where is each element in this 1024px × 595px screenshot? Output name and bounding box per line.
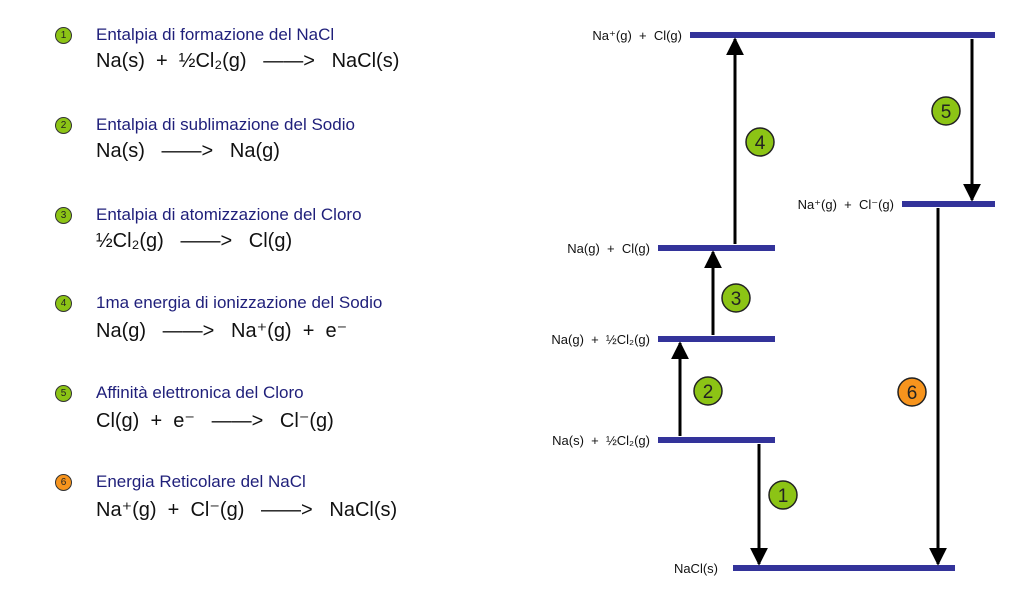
step-badge-number: 4 <box>755 133 766 154</box>
energy-level-nacl <box>733 565 955 571</box>
step-title: Entalpia di sublimazione del Sodio <box>96 115 355 134</box>
step-equation: Na(s) ——> Na(g) <box>96 140 280 162</box>
step-title: Entalpia di atomizzazione del Cloro <box>96 205 362 224</box>
step-badge-5 <box>931 96 961 126</box>
energy-level-ions_atom <box>690 32 995 38</box>
step-equation: ½Cl₂(g) ——> Cl(g) <box>96 230 293 252</box>
energy-level-label: Na(s) + ½Cl₂(g) <box>552 433 650 448</box>
step-number-badge: 4 <box>55 295 72 312</box>
step-equation: Na⁺(g) + Cl⁻(g) ——> NaCl(s) <box>96 499 398 521</box>
energy-level-nag_halfcl2 <box>658 336 775 342</box>
step-number-badge: 5 <box>55 385 72 402</box>
energy-level-label: Na⁺(g) + Cl⁻(g) <box>798 197 894 212</box>
step-badge-number: 3 <box>731 289 742 310</box>
step-title: Entalpia di formazione del NaCl <box>96 25 335 44</box>
energy-level-label: Na⁺(g) + Cl(g) <box>592 28 682 43</box>
energy-level-elements <box>658 437 775 443</box>
energy-level-ions <box>902 201 995 207</box>
step-badge-number: 5 <box>941 102 952 123</box>
step-title: Affinità elettronica del Cloro <box>96 383 304 402</box>
energy-level-label: Na(g) + Cl(g) <box>567 241 650 256</box>
step-badge-number: 1 <box>778 486 789 507</box>
step-badge-3 <box>721 283 751 313</box>
step-equation: Na(s) + ½Cl₂(g) ——> NaCl(s) <box>96 50 400 72</box>
step-equation: Na(g) ——> Na⁺(g) + e⁻ <box>96 320 348 342</box>
step-number-badge: 3 <box>55 207 72 224</box>
energy-level-label: Na(g) + ½Cl₂(g) <box>551 332 650 347</box>
energy-level-atoms <box>658 245 775 251</box>
energy-level-label: NaCl(s) <box>674 561 718 576</box>
step-number-badge: 6 <box>55 474 72 491</box>
step-badge-number: 2 <box>703 382 714 403</box>
step-number-badge: 2 <box>55 117 72 134</box>
step-title: Energia Reticolare del NaCl <box>96 472 306 491</box>
step-badge-6 <box>897 377 927 407</box>
step-badge-1 <box>768 480 798 510</box>
step-badge-4 <box>745 127 775 157</box>
step-number-badge: 1 <box>55 27 72 44</box>
step-badge-number: 6 <box>907 383 918 404</box>
step-badge-2 <box>693 376 723 406</box>
step-equation: Cl(g) + e⁻ ——> Cl⁻(g) <box>96 410 334 432</box>
step-title: 1ma energia di ionizzazione del Sodio <box>96 293 383 312</box>
